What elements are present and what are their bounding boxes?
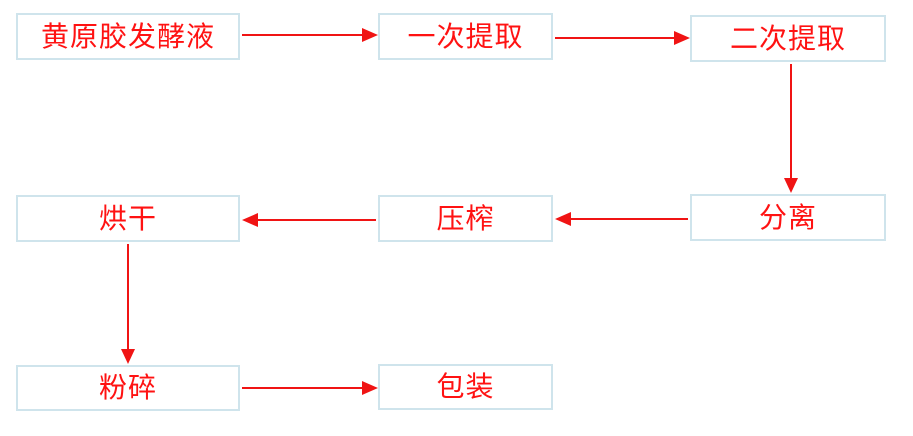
node-fermentation-broth: 黄原胶发酵液 (16, 13, 240, 60)
arrow-fermentation-to-first-extraction (242, 28, 378, 42)
arrow-separation-to-pressing (555, 212, 688, 226)
node-label: 粉碎 (98, 372, 157, 403)
arrow-pressing-to-drying (242, 213, 376, 227)
node-crushing: 粉碎 (16, 365, 240, 411)
node-label: 一次提取 (407, 20, 524, 52)
arrow-first-to-second-extraction (555, 31, 690, 45)
node-label: 分离 (758, 201, 817, 233)
node-label: 烘干 (98, 202, 157, 234)
node-label: 包装 (436, 371, 495, 402)
arrow-second-extraction-to-separation (784, 64, 798, 193)
node-second-extraction: 二次提取 (690, 15, 886, 62)
node-label: 压榨 (436, 202, 495, 234)
node-label: 二次提取 (729, 22, 846, 54)
node-first-extraction: 一次提取 (378, 13, 553, 60)
arrow-crushing-to-packaging (242, 381, 378, 395)
arrow-drying-to-crushing (121, 244, 135, 364)
node-drying: 烘干 (16, 195, 240, 242)
node-label: 黄原胶发酵液 (40, 20, 215, 52)
node-packaging: 包装 (378, 364, 553, 410)
node-pressing: 压榨 (378, 195, 553, 242)
node-separation: 分离 (690, 194, 886, 241)
